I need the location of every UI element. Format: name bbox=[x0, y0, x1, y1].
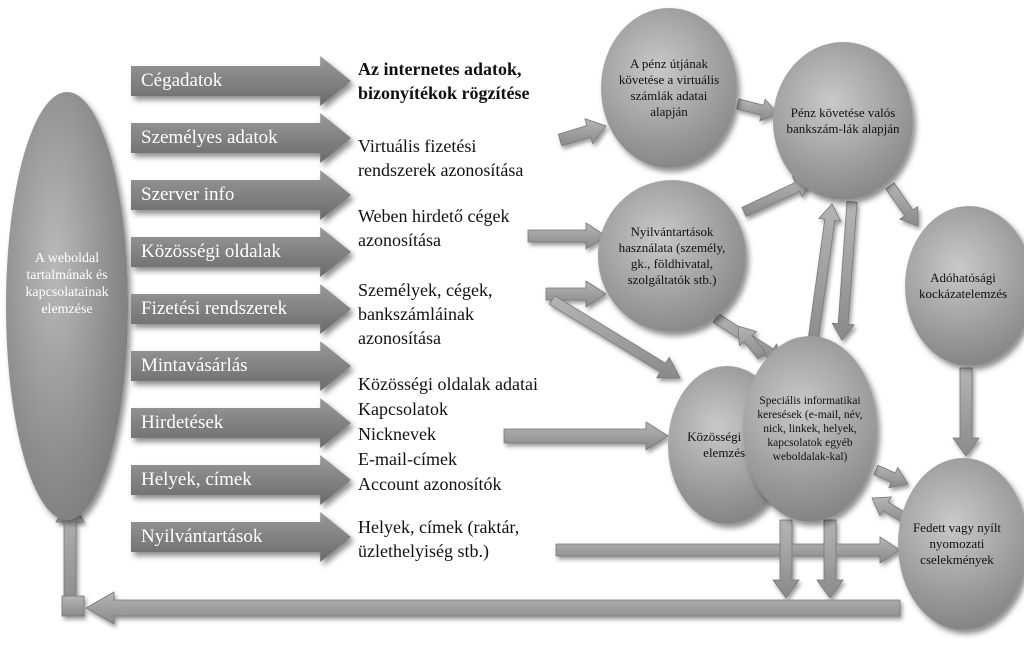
text-account-ids: Account azonosítók bbox=[358, 474, 502, 494]
category-arrow-kozossegi-oldalak: Közösségi oldalak bbox=[131, 227, 351, 277]
circle-covert-overt-investigation: Fedett vagy nyílt nyomozati cselekmények bbox=[898, 458, 1024, 630]
category-arrow-nyilvantartasok: Nyilvántartások bbox=[131, 512, 351, 562]
category-arrow-hirdetesek: Hirdetések bbox=[131, 398, 351, 448]
text-evidence-recording: bizonyítékok rögzítése bbox=[358, 83, 530, 103]
category-arrow-helyek-cimek: Helyek, címek bbox=[131, 455, 351, 505]
text-internet-data: Az internetes adatok, bbox=[358, 59, 522, 79]
arrow-specialis-down bbox=[816, 519, 844, 599]
arrow-specialis-to-valos-a bbox=[806, 203, 842, 350]
website-analysis-label: A weboldal tartalmának és kapcsolatainak… bbox=[25, 251, 109, 317]
circle-tax-risk-analysis: Adóhatósági kockázatelemzés bbox=[905, 206, 1024, 366]
arrow-specialis-to-registries bbox=[737, 325, 767, 360]
text-warehouse-premises: üzlethelyiség stb.) bbox=[358, 541, 489, 561]
text-connections: Kapcsolatok bbox=[358, 399, 448, 419]
category-label: Mintavásárlás bbox=[141, 355, 248, 376]
text-email-addresses: E-mail-címek bbox=[358, 449, 457, 469]
text-persons-companies: Személyek, cégek, bbox=[358, 280, 493, 300]
circle-registries-usage: Nyilvántartások használata (személy, gk.… bbox=[598, 180, 746, 332]
category-arrow-mintavasarlas: Mintavásárlás bbox=[131, 341, 351, 391]
arrow-specialis-to-fedett bbox=[873, 464, 909, 489]
arrow-loop-corner bbox=[61, 595, 85, 617]
circle-virtual-money-tracking: A pénz útjának követése a virtuális szám… bbox=[601, 8, 737, 168]
category-label: Nyilvántartások bbox=[141, 526, 263, 547]
website-analysis-ellipse bbox=[6, 92, 128, 520]
arrow-bottom-return bbox=[85, 591, 901, 625]
arrow-valos-to-specialis bbox=[831, 201, 858, 341]
text-bank-accounts: bankszámláinak bbox=[358, 304, 474, 324]
arrow-virtual-to-penz bbox=[557, 118, 607, 147]
text-places-addresses: Helyek, címek (raktár, bbox=[358, 517, 520, 537]
arrow-penz-to-valos bbox=[736, 98, 779, 122]
arrow-advertisers-to-registries bbox=[527, 222, 607, 250]
text-nicknames: Nicknevek bbox=[358, 424, 436, 444]
category-arrow-szerver-info: Szerver info bbox=[131, 170, 351, 220]
text-virtual-payment: Virtuális fizetési bbox=[358, 136, 477, 156]
text-web-advertisers: Weben hirdető cégek bbox=[358, 206, 510, 226]
arrow-persons-to-social bbox=[548, 295, 681, 379]
arrow-places-to-fedett bbox=[555, 536, 901, 564]
category-label: Fizetési rendszerek bbox=[141, 298, 288, 319]
arrow-network-down bbox=[772, 519, 800, 599]
category-arrow-fizetesi-rendszerek: Fizetési rendszerek bbox=[131, 284, 351, 334]
text-social-data: Közösségi oldalak adatai bbox=[358, 374, 538, 394]
category-arrow-cegadatok: Cégadatok bbox=[131, 56, 351, 106]
category-label: Cégadatok bbox=[141, 70, 223, 91]
category-label: Személyes adatok bbox=[141, 127, 278, 148]
category-label: Hirdetések bbox=[141, 412, 224, 433]
circle-special-it-searches: Speciális informatikai keresések (e-mail… bbox=[743, 336, 877, 522]
arrow-persons-to-registries bbox=[545, 280, 607, 308]
circle-real-money-tracking: Pénz követése valós bankszám-lák alapján bbox=[773, 42, 913, 200]
arrow-social-data-to-network bbox=[503, 421, 669, 451]
arrow-valos-to-adohatosagi bbox=[885, 182, 919, 227]
category-label: Helyek, címek bbox=[141, 469, 252, 490]
text-virtual-payment-id: rendszerek azonosítása bbox=[358, 160, 524, 180]
category-label: Szerver info bbox=[141, 184, 235, 205]
text-web-advertisers-id: azonosítása bbox=[358, 230, 441, 250]
arrow-adohatosagi-to-fedett bbox=[952, 367, 980, 457]
category-arrow-szemelyes-adatok: Személyes adatok bbox=[131, 113, 351, 163]
category-label: Közösségi oldalak bbox=[141, 241, 281, 262]
text-bank-accounts-id: azonosítása bbox=[358, 328, 441, 348]
